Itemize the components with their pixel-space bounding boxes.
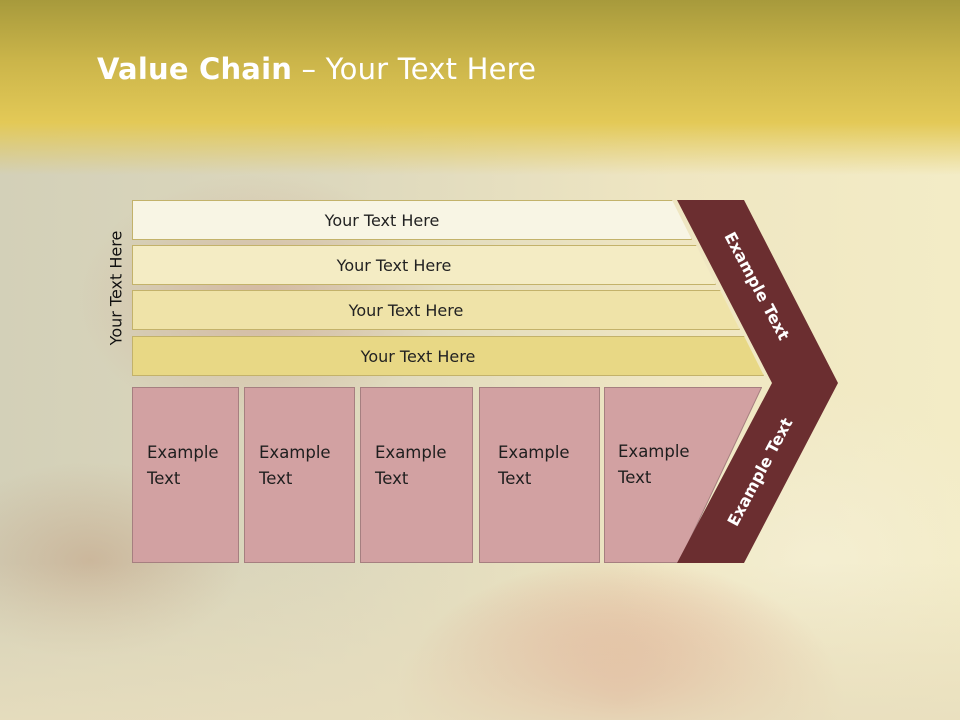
box-3-line1: Example [375, 443, 447, 462]
box-5-line2: Text [618, 468, 652, 487]
page-title: Value Chain – Your Text Here [97, 52, 536, 86]
box-2-line1: Example [259, 443, 331, 462]
bar-1-label: Your Text Here [324, 210, 440, 230]
bar-3: Your Text Here [132, 290, 740, 330]
bar-2: Your Text Here [132, 245, 716, 285]
box-3-line2: Text [375, 469, 409, 488]
box-5-line1: Example [618, 442, 690, 461]
bar-4: Your Text Here [132, 336, 764, 376]
bar-3-label: Your Text Here [348, 300, 464, 320]
title-rest: – Your Text Here [292, 52, 537, 86]
box-4-line2: Text [498, 469, 532, 488]
bar-4-label: Your Text Here [360, 346, 476, 366]
box-2-line2: Text [259, 469, 293, 488]
bar-2-label: Your Text Here [336, 255, 452, 275]
box-1-line2: Text [147, 469, 181, 488]
header-band [0, 0, 960, 175]
title-bold: Value Chain [97, 52, 293, 86]
box-4-line1: Example [498, 443, 570, 462]
box-1-line1: Example [147, 443, 219, 462]
reflection-fade [0, 563, 960, 720]
